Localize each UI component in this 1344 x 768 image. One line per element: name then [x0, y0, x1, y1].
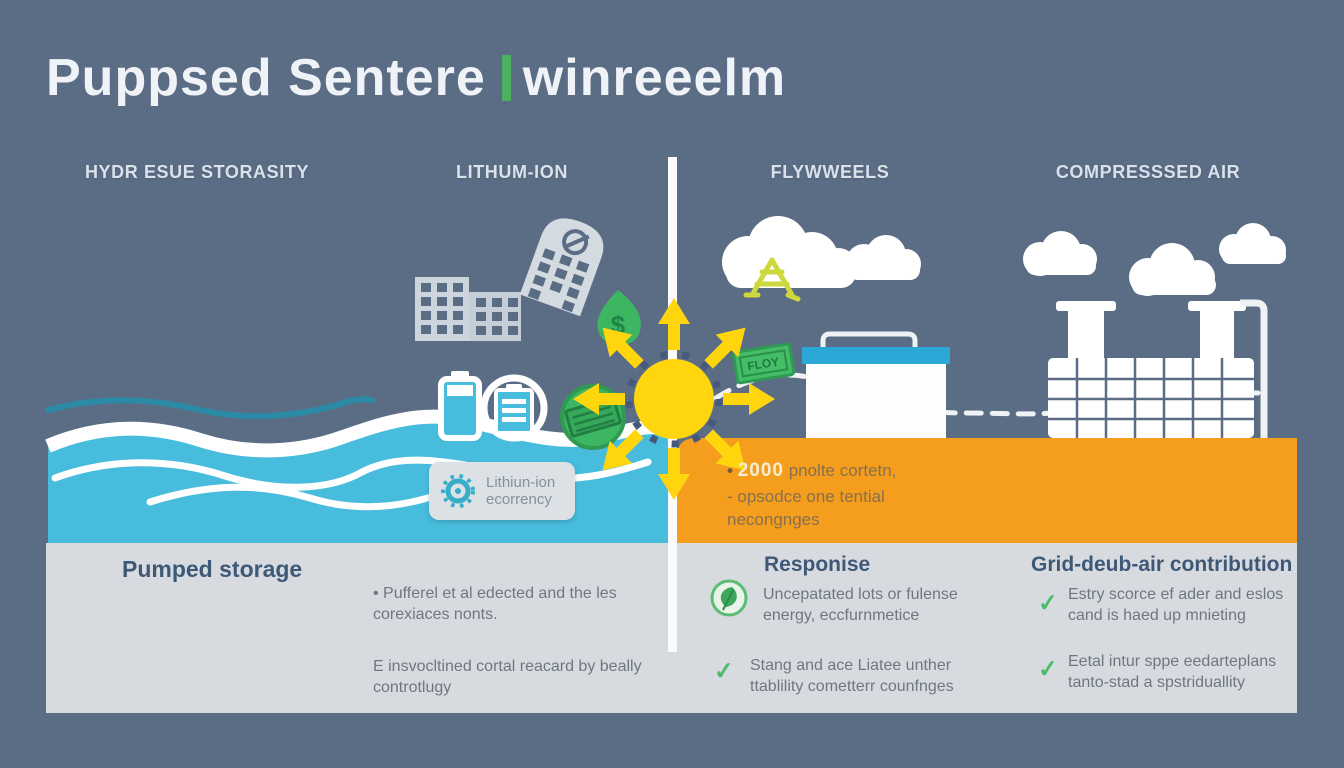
orange-note-rest: pnolte cortetn,: [783, 461, 897, 480]
leaf-icon: [709, 578, 749, 623]
scaffold-icon: [743, 257, 801, 302]
text-line: ttablility cometterr counfnges: [750, 678, 954, 696]
pumped-bullet-2: E insvocltined cortal reacard by beally …: [373, 656, 703, 699]
bullet: •: [727, 461, 733, 480]
cloud-icon: [1129, 243, 1216, 296]
orange-note-line2: - opsodce one tential: [727, 486, 885, 506]
column-header-compressed-air: COMPRESSSED AIR: [1055, 162, 1241, 182]
tank-lid: [802, 347, 950, 364]
title-part1: Puppsed Sentere: [46, 49, 486, 107]
water-ripple-2: [146, 483, 444, 511]
building-icon: [415, 277, 521, 341]
text-line: Uncepatated lots or fulense: [763, 586, 958, 603]
banknote-label: FLOY: [746, 355, 780, 374]
grid-item-1: Estry scorce ef ader and eslos cand is h…: [1068, 584, 1293, 627]
orange-note-line3: necongnges: [727, 510, 820, 530]
text-line: energy, eccfurnmetice: [763, 607, 920, 625]
check-icon: ✓: [713, 657, 736, 686]
flywheel-tank-icon: [802, 331, 950, 438]
gear-icon: [441, 474, 475, 508]
column-header-flywheels: FLYWWEELS: [770, 162, 890, 182]
orange-note: • 2000 pnolte cortetn, - opsodce one ten…: [727, 458, 896, 532]
text-line: • Pufferel et al edected and the les: [373, 585, 617, 602]
battery-icon: [438, 371, 482, 441]
badge-text: Lithiun-ion ecorrency: [486, 474, 555, 509]
tilted-building-icon: [519, 218, 604, 317]
check-icon: ✓: [1037, 589, 1060, 618]
cloud-icon: [1023, 231, 1097, 276]
text-line: Estry scorce ef ader and eslos: [1068, 586, 1284, 603]
grid-lines: [1048, 358, 1254, 438]
text-line: tanto-stad a spstriduallity: [1068, 674, 1245, 692]
sun-notch-ring: [625, 350, 723, 448]
text-line: E insvocltined cortal reacard by beally: [373, 658, 642, 675]
grid-contribution-heading: Grid-deub-air contribution: [1031, 553, 1293, 576]
title-part2: winreeelm: [522, 49, 787, 107]
check-icon: ✓: [1037, 655, 1060, 684]
lithium-badge: Lithiun-ion ecorrency: [429, 462, 575, 520]
title-accent-bar: [501, 55, 511, 101]
orange-band: [677, 438, 1297, 543]
sun-core: [634, 359, 714, 439]
text-line: cand is haed up mnieting: [1068, 607, 1246, 625]
badge-line1: Lithiun-ion: [486, 473, 556, 491]
tank-pipe: [820, 331, 918, 430]
column-header-lithium: LITHUM-ION: [456, 162, 568, 182]
tank-body: [806, 363, 946, 438]
text-line: Stang and ace Liatee unther: [750, 657, 952, 674]
pumped-bullet-1: • Pufferel et al edected and the les cor…: [373, 583, 683, 626]
response-item-1: Uncepatated lots or fulense energy, eccf…: [763, 584, 983, 627]
sun-icon: [573, 298, 775, 500]
orange-note-number: 2000: [737, 460, 784, 481]
page-title: Puppsed Sentere winreeelm: [46, 48, 786, 108]
text-line: controtlugy: [373, 679, 452, 697]
response-heading: Responise: [764, 553, 871, 576]
banknote-icon: FLOY: [731, 342, 796, 385]
cloud-icon: [846, 235, 921, 280]
badge-line2: ecorrency: [486, 491, 552, 508]
sun-arrows: [573, 298, 775, 500]
text-line: Eetal intur sppe eedarteplans: [1068, 653, 1277, 670]
orange-note-line1: • 2000 pnolte cortetn,: [727, 458, 896, 485]
response-item-2: Stang and ace Liatee unther ttablility c…: [750, 655, 990, 698]
column-header-hydro: HYDR ESUE STORASITY: [84, 162, 310, 182]
compressed-air-structure-icon: [1048, 299, 1268, 438]
cloud-icon: [1219, 223, 1286, 264]
pumped-storage-heading: Pumped storage: [122, 556, 303, 582]
grid-item-2: Eetal intur sppe eedarteplans tanto-stad…: [1068, 651, 1293, 694]
text-line: corexiaces nonts.: [373, 606, 498, 624]
water-dark-wave: [45, 396, 375, 420]
air-pipe: [1240, 299, 1268, 438]
clipboard-icon: [480, 374, 548, 442]
